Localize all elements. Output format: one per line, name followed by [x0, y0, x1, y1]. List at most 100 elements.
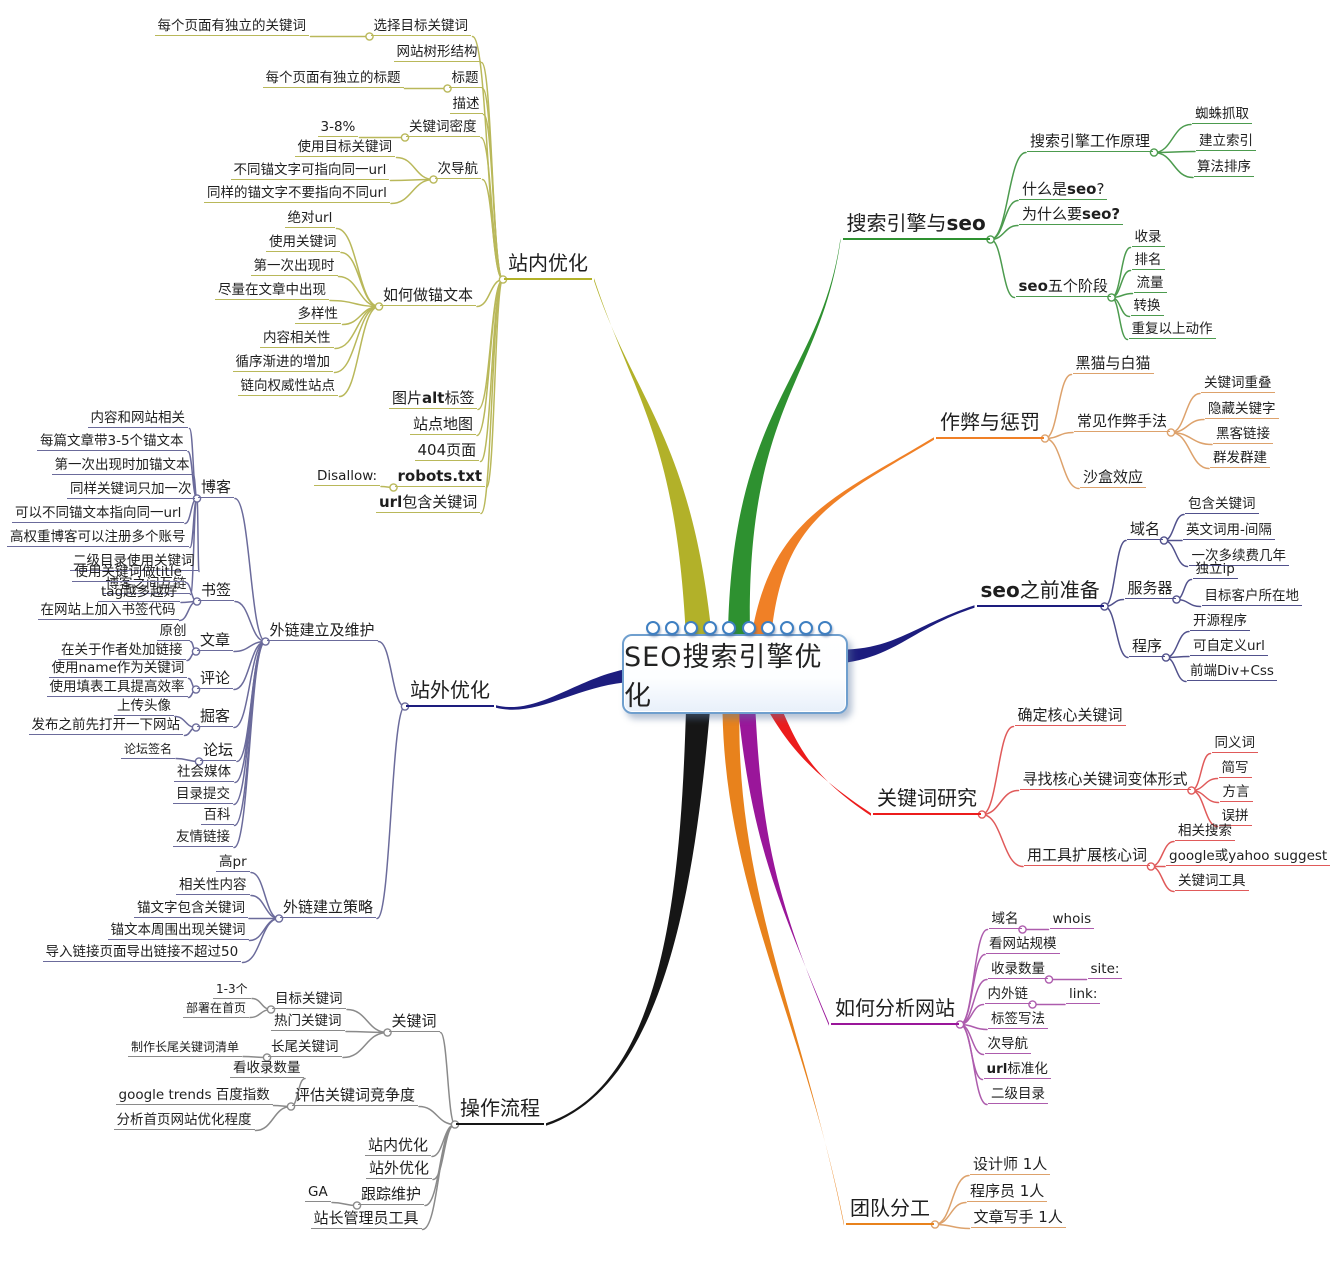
mind-node-label[interactable]: 开源程序 [1190, 613, 1250, 632]
mind-node-label[interactable]: 在网站上加入书签代码 [37, 602, 179, 621]
mind-node-label[interactable]: 二级目录使用关键词 [70, 553, 198, 572]
mind-node-label[interactable]: 跟踪维护 [358, 1185, 425, 1206]
mind-node-label[interactable]: 包含关键词 [1185, 496, 1259, 515]
mind-node-label[interactable]: 目录提交 [173, 786, 233, 805]
mind-node-label[interactable]: 内容和网站相关 [87, 410, 188, 429]
mind-node-label[interactable]: 搜索引擎工作原理 [1027, 132, 1154, 153]
mind-node-label[interactable]: 原创 [156, 623, 190, 642]
mind-node-label[interactable]: 使用name作为关键词 [48, 660, 188, 679]
mind-node-label[interactable]: site: [1087, 961, 1123, 980]
mind-node-label[interactable]: 掘客 [197, 707, 234, 728]
mind-node-label[interactable]: 如何做锚文本 [380, 286, 477, 307]
mind-node-label[interactable]: 评估关键词竞争度 [292, 1086, 419, 1107]
mind-node-label[interactable]: 独立ip [1192, 561, 1238, 580]
mind-node-label[interactable]: 制作长尾关键词清单 [128, 1040, 243, 1057]
mind-node-label[interactable]: 操作流程 [456, 1096, 544, 1125]
mind-node-label[interactable]: 如何分析网站 [831, 996, 959, 1025]
mind-node-label[interactable]: 流量 [1133, 275, 1167, 294]
mind-node-label[interactable]: seo五个阶段 [1015, 277, 1111, 298]
mind-node-label[interactable]: 站长管理员工具 [310, 1209, 422, 1230]
mind-node-label[interactable]: 长尾关键词 [268, 1039, 342, 1058]
mind-node-label[interactable]: 热门关键词 [271, 1013, 345, 1032]
mind-node-label[interactable]: 标题 [448, 70, 482, 89]
mind-node-label[interactable]: 次导航 [984, 1036, 1031, 1055]
mind-node-label[interactable]: 黑客链接 [1213, 426, 1273, 445]
mind-node-label[interactable]: 用工具扩展核心词 [1024, 846, 1151, 867]
mind-node-label[interactable]: 文章 [197, 631, 234, 652]
mind-node-label[interactable]: 隐藏关键字 [1205, 401, 1279, 420]
mind-node-label[interactable]: 站外优化 [366, 1159, 433, 1180]
mind-node-label[interactable]: 同样的锚文字不要指向不同url [204, 185, 390, 204]
mind-node-label[interactable]: 为什么要seo? [1019, 205, 1124, 226]
mind-node-label[interactable]: 目标客户所在地 [1201, 588, 1302, 607]
mind-node-label[interactable]: 内容相关性 [260, 330, 334, 349]
mind-node-label[interactable]: 站点地图 [410, 415, 477, 436]
mind-node-label[interactable]: 不同锚文字可指向同一url [230, 162, 390, 181]
mind-node-label[interactable]: 社会媒体 [174, 764, 234, 783]
mind-node-label[interactable]: 域名 [1127, 520, 1164, 541]
mind-node-label[interactable]: 发布之前先打开一下网站 [28, 717, 183, 736]
mind-node-label[interactable]: 高pr [216, 854, 250, 873]
mind-node-label[interactable]: 二级目录 [988, 1086, 1048, 1105]
mind-node-label[interactable]: 分析首页网站优化程度 [113, 1112, 255, 1131]
mind-node-label[interactable]: 部署在首页 [183, 1001, 250, 1018]
mind-node-label[interactable]: 高权重博客可以注册多个账号 [7, 529, 189, 548]
mind-node-label[interactable]: 设计师 1人 [970, 1155, 1051, 1176]
mind-node-label[interactable]: 关键词工具 [1175, 873, 1249, 892]
mind-node-label[interactable]: GA [305, 1184, 331, 1203]
mind-node-label[interactable]: url包含关键词 [376, 493, 481, 514]
mind-node-label[interactable]: google trends 百度指数 [115, 1087, 273, 1106]
mind-node-label[interactable]: 第一次出现时加锚文本 [51, 457, 193, 476]
mind-node-label[interactable]: 锚文本周围出现关键词 [107, 922, 249, 941]
mind-node-label[interactable]: robots.txt [394, 467, 486, 488]
mind-node-label[interactable]: 关键词重叠 [1201, 375, 1275, 394]
mind-node-label[interactable]: 团队分工 [846, 1196, 934, 1225]
mind-node-label[interactable]: 站外优化 [406, 678, 494, 707]
mind-node-label[interactable]: 搜索引擎与seo [842, 211, 990, 240]
mind-node-label[interactable]: 友情链接 [173, 829, 233, 848]
center-topic[interactable]: SEO搜索引擎优化 [622, 634, 848, 714]
mind-node-label[interactable]: tag越多越好 [98, 584, 181, 603]
mind-node-label[interactable]: 第一次出现时 [250, 258, 338, 277]
mind-node-label[interactable]: 选择目标关键词 [370, 18, 471, 37]
mind-node-label[interactable]: 网站树形结构 [393, 44, 481, 63]
mind-node-label[interactable]: 什么是seo? [1019, 180, 1108, 201]
mind-node-label[interactable]: 描述 [449, 96, 483, 115]
mind-node-label[interactable]: 评论 [197, 669, 234, 690]
mind-node-label[interactable]: 次导航 [434, 161, 481, 180]
mind-node-label[interactable]: 可以不同锚文本指向同一url [12, 505, 185, 524]
mind-node-label[interactable]: 每个页面有独立的关键词 [154, 18, 309, 37]
mind-node-label[interactable]: 外链建立及维护 [266, 621, 378, 642]
mind-node-label[interactable]: 多样性 [294, 306, 341, 325]
mind-node-label[interactable]: 看网站规模 [986, 936, 1060, 955]
mind-node-label[interactable]: google或yahoo suggest [1166, 848, 1331, 867]
mind-node-label[interactable]: 转换 [1130, 298, 1164, 317]
mind-node-label[interactable]: 链向权威性站点 [237, 378, 338, 397]
mind-node-label[interactable]: 群发群建 [1210, 450, 1270, 469]
mind-node-label[interactable]: 相关性内容 [176, 877, 250, 896]
mind-node-label[interactable]: 算法排序 [1194, 159, 1254, 178]
mind-node-label[interactable]: 尽量在文章中出现 [215, 282, 329, 301]
mind-node-label[interactable]: 常见作弊手法 [1074, 412, 1171, 433]
mind-node-label[interactable]: 蜘蛛抓取 [1192, 106, 1252, 125]
mind-node-label[interactable]: 博客之间互链 [102, 576, 190, 595]
mind-node-label[interactable]: 使用目标关键词 [294, 139, 395, 158]
mind-node-label[interactable]: 同样关键词只加一次 [67, 481, 195, 500]
mind-node-label[interactable]: 锚文字包含关键词 [134, 900, 248, 919]
mind-node-label[interactable]: 同义词 [1211, 735, 1258, 754]
mind-node-label[interactable]: 论坛 [200, 741, 237, 762]
mind-node-label[interactable]: 每个页面有独立的标题 [262, 70, 404, 89]
mind-node-label[interactable]: 404页面 [414, 441, 480, 462]
mind-node-label[interactable]: 沙盒效应 [1080, 468, 1147, 489]
mind-node-label[interactable]: 上传头像 [114, 698, 174, 717]
mind-node-label[interactable]: 绝对url [284, 210, 336, 229]
mind-node-label[interactable]: 简写 [1218, 760, 1252, 779]
mind-node-label[interactable]: 方言 [1219, 784, 1253, 803]
mind-node-label[interactable]: 寻找核心关键词变体形式 [1019, 770, 1191, 791]
mind-node-label[interactable]: 英文词用-间隔 [1183, 522, 1275, 541]
mind-node-label[interactable]: 排名 [1131, 252, 1165, 271]
mind-node-label[interactable]: 作弊与惩罚 [936, 410, 1044, 439]
mind-node-label[interactable]: 图片alt标签 [389, 389, 478, 410]
mind-node-label[interactable]: 书签 [198, 581, 235, 602]
mind-node-label[interactable]: 使用填表工具提高效率 [46, 679, 188, 698]
